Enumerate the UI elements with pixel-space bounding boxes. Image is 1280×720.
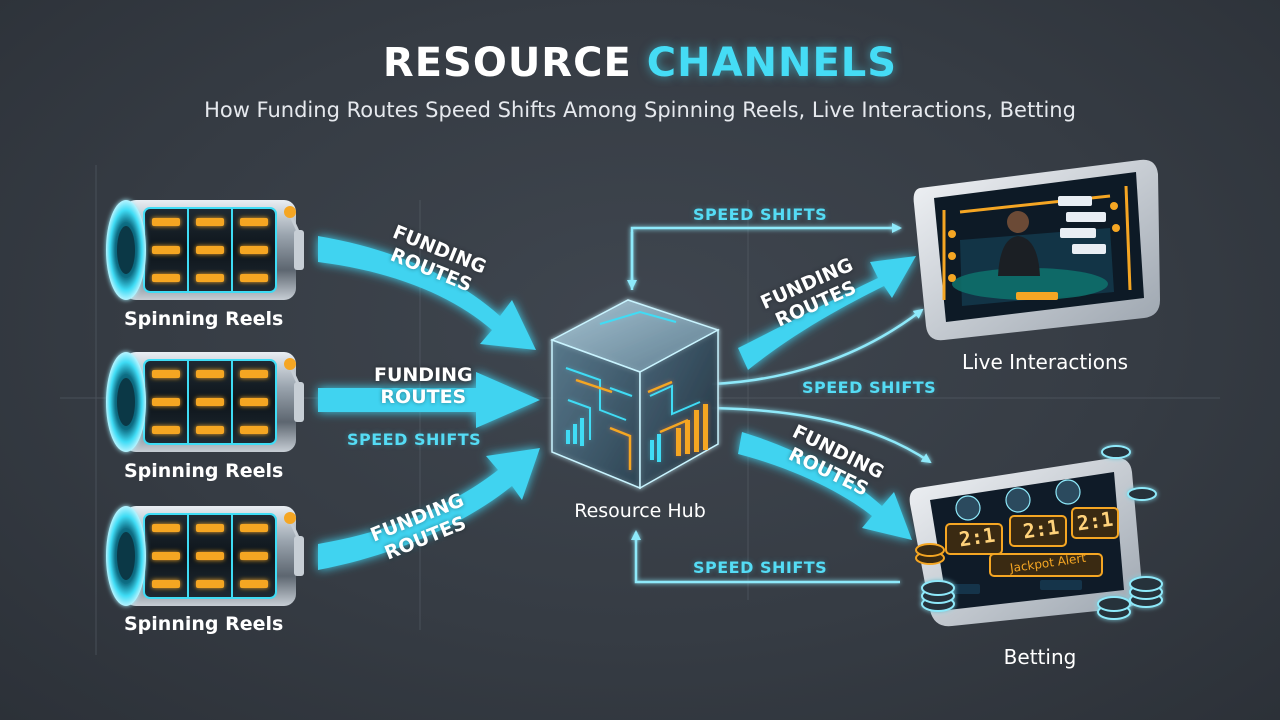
live-interactions-tablet-icon xyxy=(913,159,1160,341)
label-spinning-reels-3: Spinning Reels xyxy=(124,613,284,635)
speed-connector-betting xyxy=(711,406,932,464)
label-live-interactions: Live Interactions xyxy=(961,350,1129,374)
title-word-resource: RESOURCE xyxy=(382,40,632,86)
speed-connector-live xyxy=(711,308,924,386)
funding-label-mid-left: FUNDING ROUTES xyxy=(374,364,473,408)
speed-label-right: SPEED SHIFTS xyxy=(802,378,937,397)
speed-connector-bottom xyxy=(631,530,900,584)
betting-tablet-icon xyxy=(909,457,1143,627)
page-title: RESOURCE CHANNELS xyxy=(0,40,1280,86)
resource-hub-cube-icon xyxy=(550,299,720,490)
chip-stack-icon xyxy=(915,445,1163,620)
title-word-channels: CHANNELS xyxy=(646,40,898,86)
speed-label-left: SPEED SHIFTS xyxy=(347,430,482,449)
funding-arrow-top-right xyxy=(738,256,916,370)
funding-arrow-bottom-left xyxy=(318,448,540,570)
label-spinning-reels-1: Spinning Reels xyxy=(124,308,284,330)
page-subtitle: How Funding Routes Speed Shifts Among Sp… xyxy=(204,98,1076,122)
spinning-reels-icon-3 xyxy=(106,506,304,606)
funding-arrow-bottom-right xyxy=(738,432,912,540)
label-betting: Betting xyxy=(1003,645,1077,669)
spinning-reels-icon-2 xyxy=(106,352,304,452)
funding-arrow-top-left xyxy=(318,236,536,350)
label-spinning-reels-2: Spinning Reels xyxy=(124,460,284,482)
speed-label-bottom: SPEED SHIFTS xyxy=(693,558,828,577)
funding-arrow-mid-left xyxy=(318,372,540,428)
spinning-reels-icon-1 xyxy=(106,200,304,300)
speed-label-top: SPEED SHIFTS xyxy=(693,205,828,224)
label-resource-hub: Resource Hub xyxy=(574,500,706,522)
